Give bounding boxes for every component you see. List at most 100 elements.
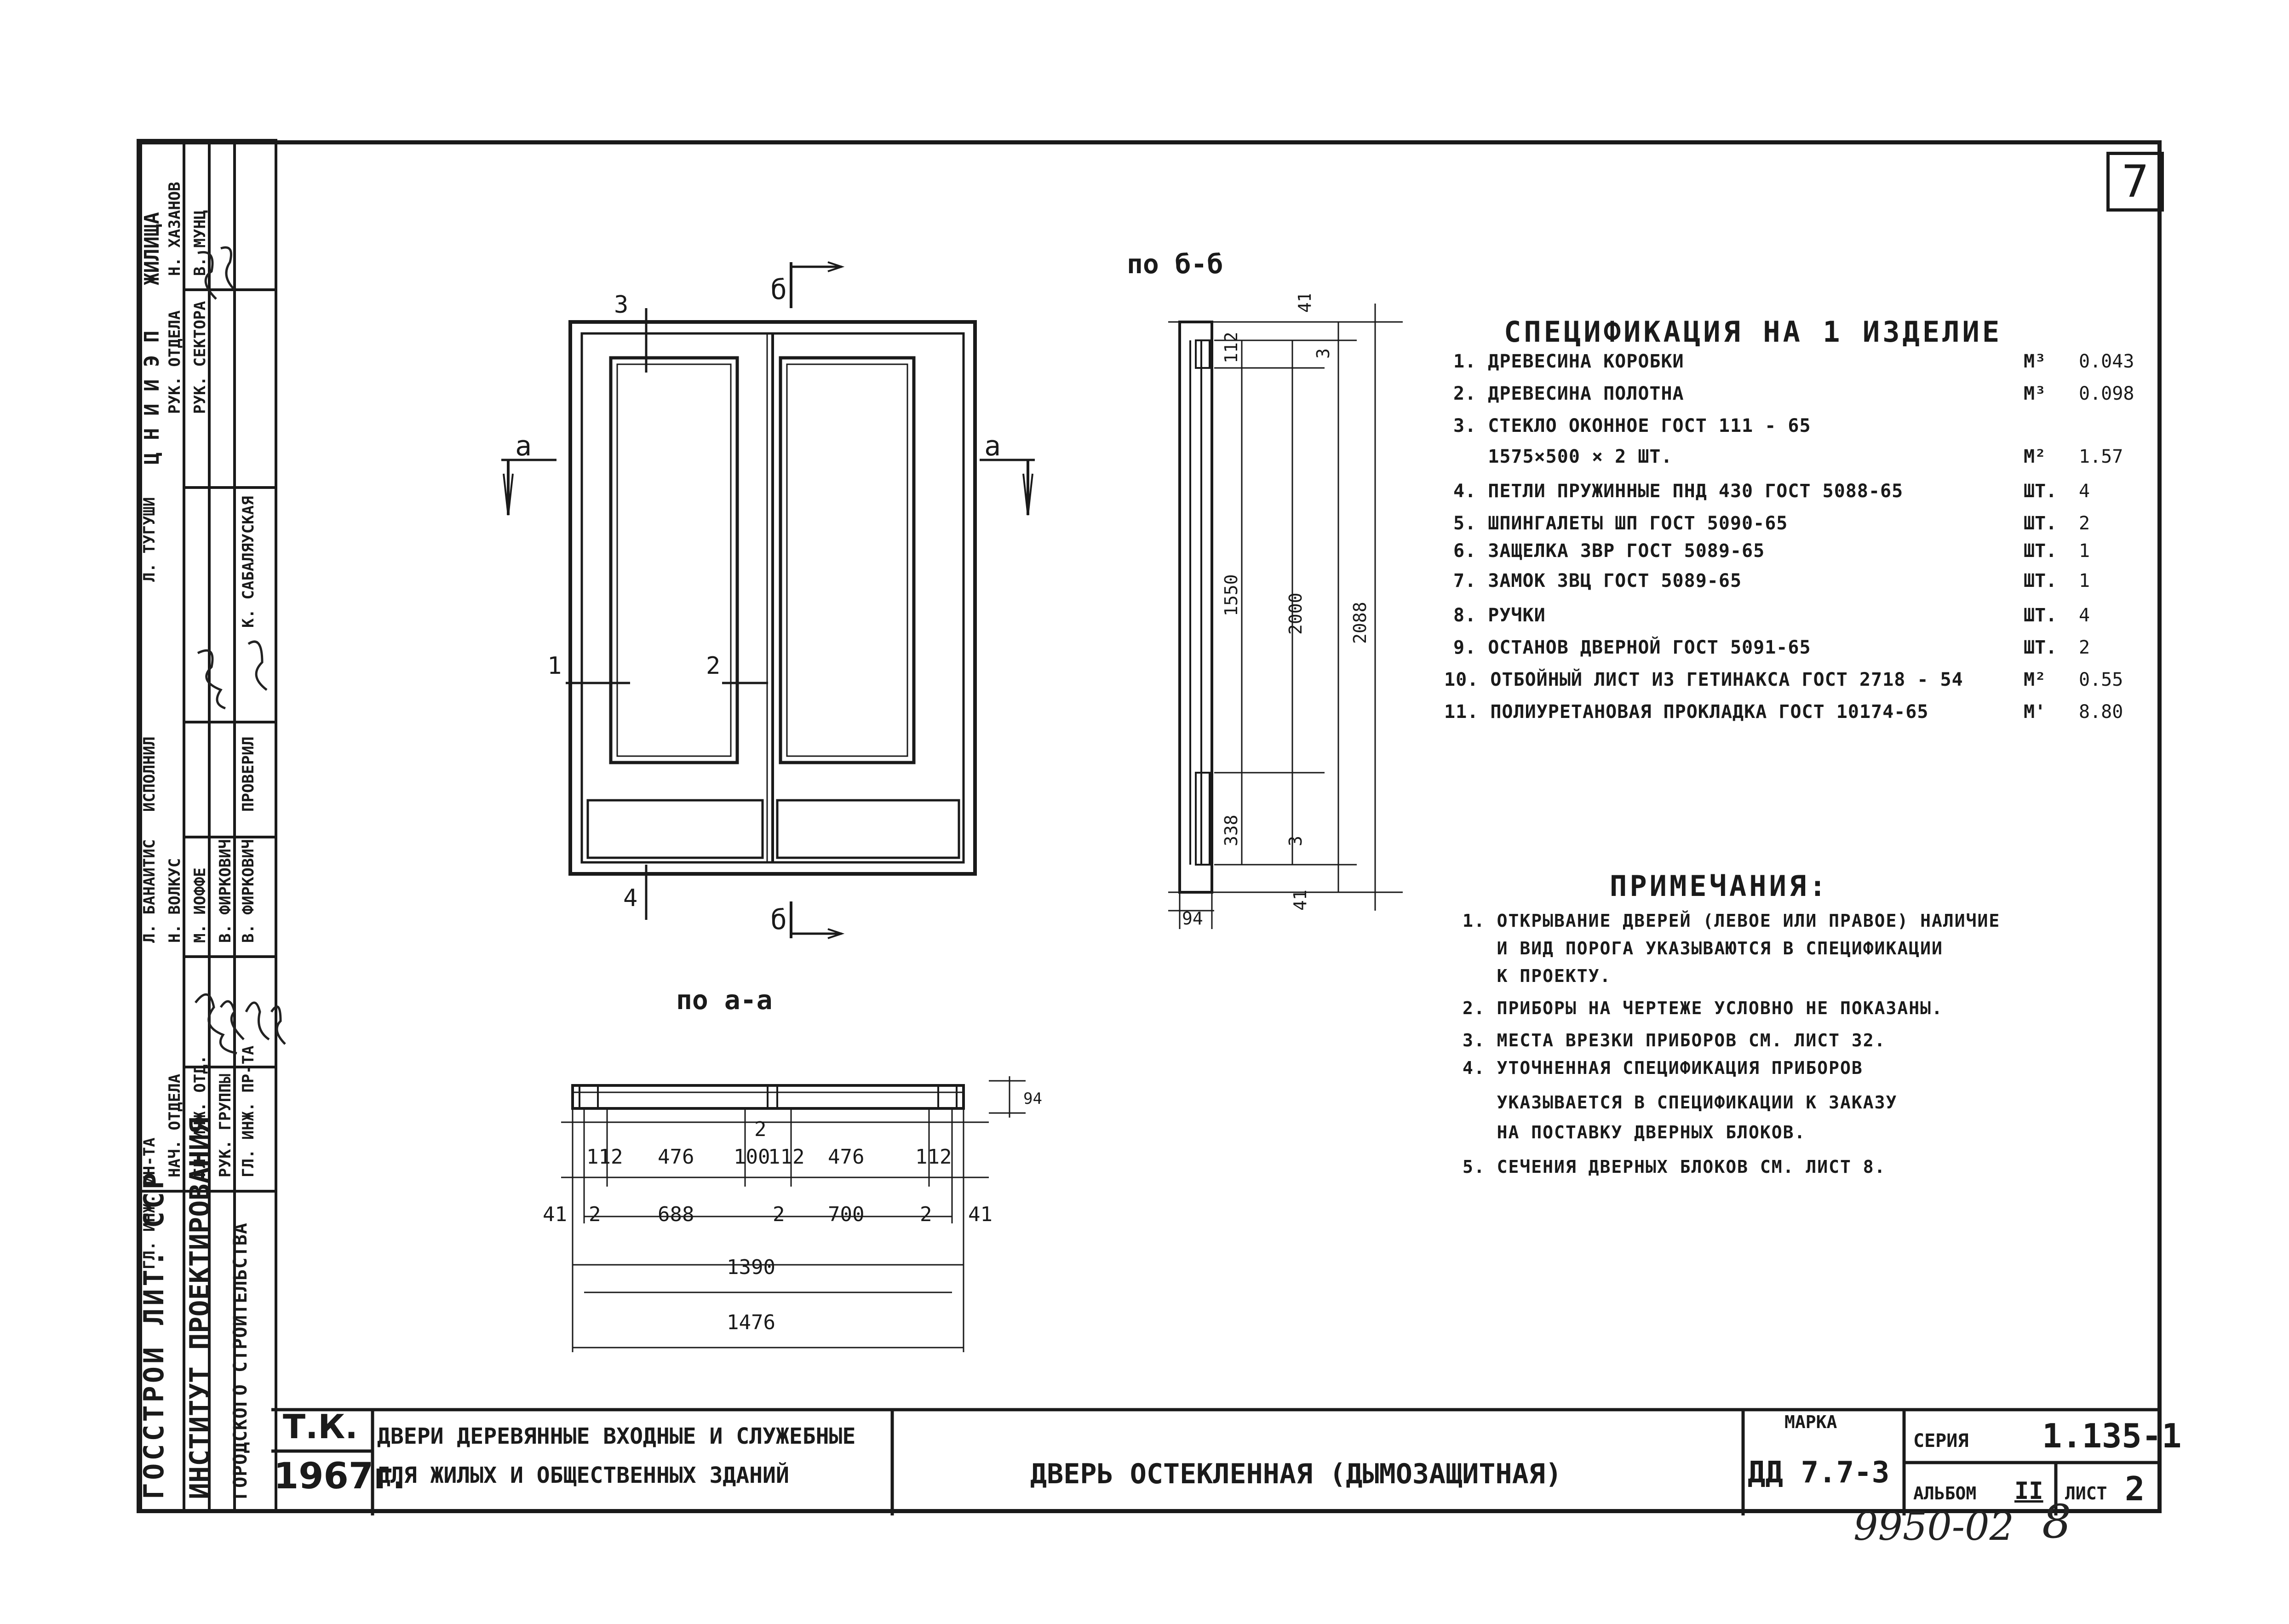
dim-a-r1-3: 112 [768, 1145, 804, 1169]
note-line-7: УКАЗЫВАЕТСЯ В СПЕЦИФИКАЦИИ К ЗАКАЗУ [1463, 1092, 1898, 1113]
spec-title: СПЕЦИФИКАЦИЯ НА 1 ИЗДЕЛИЕ [1504, 315, 2002, 349]
spec-qty-8: 1 [2079, 570, 2090, 591]
spec-unit-1: М³ [2024, 351, 2046, 372]
spec-qty-12: 8.80 [2079, 701, 2123, 723]
dim-a-r1-2: 100 [734, 1145, 770, 1169]
spec-row-1: 1. ДРЕВЕСИНА КОРОБКИ [1453, 351, 1684, 372]
section-mark-a-left: а [515, 430, 532, 462]
spec-row-6: 5. ШПИНГАЛЕТЫ ШП ГОСТ 5090-65 [1453, 513, 1788, 534]
title-tk: Т.К. [283, 1407, 358, 1446]
dim-b-top-frame: 41 [1295, 294, 1315, 313]
dim-a-r1-5: 112 [915, 1145, 952, 1169]
title-name: ДВЕРЬ ОСТЕКЛЕННАЯ (ДЫМОЗАЩИТНАЯ) [1030, 1458, 1562, 1490]
dim-b-glass: 1550 [1221, 574, 1241, 616]
spec-row-2: 2. ДРЕВЕСИНА ПОЛОТНА [1453, 383, 1684, 404]
note-line-3: К ПРОЕКТУ. [1463, 966, 1612, 986]
sheet-number: 7 [2106, 152, 2164, 212]
dim-a-r1-4: 476 [828, 1145, 864, 1169]
spec-qty-9: 4 [2079, 605, 2090, 626]
title-list: 2 [2125, 1469, 2145, 1508]
note-line-8: НА ПОСТАВКУ ДВЕРНЫХ БЛОКОВ. [1463, 1122, 1806, 1142]
archive-number: 9950-02 [1853, 1504, 2014, 1549]
archive-number-suffix: 8 [2042, 1495, 2071, 1549]
signature-marks [195, 246, 286, 1055]
spec-row-4: 1575×500 × 2 ШТ. [1453, 446, 1673, 467]
callout-4: 4 [623, 884, 637, 912]
door-elevation: 3 1 2 4 а а б б [501, 261, 1035, 939]
section-mark-a-right: а [984, 430, 1001, 462]
spec-unit-7: ШТ. [2024, 540, 2057, 562]
title-desc-1: ДВЕРИ ДЕРЕВЯННЫЕ ВХОДНЫЕ И СЛУЖЕБНЫЕ [377, 1423, 856, 1449]
spec-row-9: 8. РУЧКИ [1453, 605, 1546, 626]
spec-unit-8: ШТ. [2024, 570, 2057, 591]
title-album: II [2014, 1477, 2043, 1505]
title-seria-label: СЕРИЯ [1913, 1430, 1969, 1452]
title-desc-2: ДЛЯ ЖИЛЫХ И ОБЩЕСТВЕННЫХ ЗДАНИЙ [377, 1463, 789, 1488]
dim-a-r2-3: 2 [773, 1203, 785, 1226]
spec-unit-4: М² [2024, 446, 2046, 467]
spec-qty-1: 0.043 [2079, 351, 2134, 372]
note-line-5: 3. МЕСТА ВРЕЗКИ ПРИБОРОВ СМ. ЛИСТ 32. [1463, 1030, 1886, 1050]
spec-row-10: 9. ОСТАНОВ ДВЕРНОЙ ГОСТ 5091-65 [1453, 637, 1811, 658]
callout-2: 2 [706, 652, 720, 680]
dim-a-r2-2: 688 [658, 1203, 694, 1226]
callout-1: 1 [547, 652, 562, 680]
section-mark-b-top: б [770, 274, 787, 306]
note-line-9: 5. СЕЧЕНИЯ ДВЕРНЫХ БЛОКОВ СМ. ЛИСТ 8. [1463, 1157, 1886, 1177]
title-marka-label: МАРКА [1784, 1412, 1837, 1432]
dim-b-bottom-frame: 41 [1290, 889, 1310, 911]
dim-a-r4: 1476 [727, 1311, 775, 1334]
dim-a-r2-1: 2 [589, 1203, 601, 1226]
dim-b-top-rail: 112 [1221, 332, 1241, 363]
drawing-frame [138, 140, 2162, 1513]
dim-a-mid: 2 [754, 1118, 767, 1141]
callout-3: 3 [614, 291, 628, 319]
dim-a-r2-0: 41 [543, 1203, 567, 1226]
side-stamp-grid [137, 139, 277, 1513]
spec-unit-5: ШТ. [2024, 481, 2057, 502]
section-b-drawing: 41 112 3 1550 2000 2088 338 3 41 94 [1168, 294, 1403, 929]
dim-b-leaf: 2000 [1285, 592, 1306, 635]
title-year: 1967г. [274, 1456, 406, 1497]
spec-qty-5: 4 [2079, 481, 2090, 502]
dim-a-r3: 1390 [727, 1256, 775, 1279]
spec-row-11: 10. ОТБОЙНЫЙ ЛИСТ ИЗ ГЕТИНАКСА ГОСТ 2718… [1444, 669, 1963, 690]
dim-b-overall: 2088 [1350, 602, 1370, 644]
title-seria: 1.135-1 [2042, 1417, 2182, 1455]
spec-row-5: 4. ПЕТЛИ ПРУЖИННЫЕ ПНД 430 ГОСТ 5088-65 [1453, 481, 1904, 502]
spec-unit-9: ШТ. [2024, 605, 2057, 626]
section-a-drawing: 112 476 100 112 476 112 2 41 2 688 2 700… [543, 1076, 1042, 1334]
section-mark-b-bottom: б [770, 904, 787, 936]
dim-b-bottom-gap: 3 [1285, 836, 1306, 846]
dim-a-r1-0: 112 [586, 1145, 623, 1169]
note-line-4: 2. ПРИБОРЫ НА ЧЕРТЕЖЕ УСЛОВНО НЕ ПОКАЗАН… [1463, 998, 1943, 1018]
title-block-grid [271, 1408, 2162, 1515]
spec-unit-6: ШТ. [2024, 513, 2057, 534]
stamp-org-3: ГОРОДСКОГО СТРОИТЕЛЬСТВА [230, 1222, 251, 1499]
title-album-label: АЛЬБОМ [1913, 1483, 1977, 1503]
spec-unit-12: М' [2024, 701, 2046, 723]
dim-a-depth: 94 [1023, 1090, 1042, 1108]
dim-a-r2-5: 2 [920, 1203, 932, 1226]
spec-unit-2: М³ [2024, 383, 2046, 404]
section-a-overall-lines [572, 1242, 964, 1352]
dim-a-r2-4: 700 [828, 1203, 864, 1226]
spec-row-7: 6. ЗАЩЕЛКА ЗВР ГОСТ 5089-65 [1453, 540, 1765, 562]
title-marka: ДД 7.7-3 [1748, 1456, 1890, 1490]
dim-b-bottom-rail: 338 [1221, 815, 1241, 846]
note-line-2: И ВИД ПОРОГА УКАЗЫВАЮТСЯ В СПЕЦИФИКАЦИИ [1463, 938, 1943, 958]
spec-qty-6: 2 [2079, 513, 2090, 534]
section-b-title: по б-б [1127, 248, 1223, 280]
dim-a-r1-1: 476 [658, 1145, 694, 1169]
dim-b-top-gap: 3 [1313, 348, 1333, 359]
spec-unit-11: М² [2024, 669, 2046, 690]
title-list-label: ЛИСТ [2065, 1483, 2107, 1503]
spec-row-8: 7. ЗАМОК ЗВЦ ГОСТ 5089-65 [1453, 570, 1742, 591]
stamp-role-a0: ГЛ. ИНЖ. ИН-ТА [140, 1137, 159, 1269]
note-line-6: 4. УТОЧНЕННАЯ СПЕЦИФИКАЦИЯ ПРИБОРОВ [1463, 1058, 1863, 1078]
spec-row-12: 11. ПОЛИУРЕТАНОВАЯ ПРОКЛАДКА ГОСТ 10174-… [1444, 701, 1929, 723]
section-a-title: по а-а [676, 984, 773, 1016]
spec-qty-11: 0.55 [2079, 669, 2123, 690]
dim-a-r2-6: 41 [968, 1203, 992, 1226]
spec-qty-7: 1 [2079, 540, 2090, 562]
